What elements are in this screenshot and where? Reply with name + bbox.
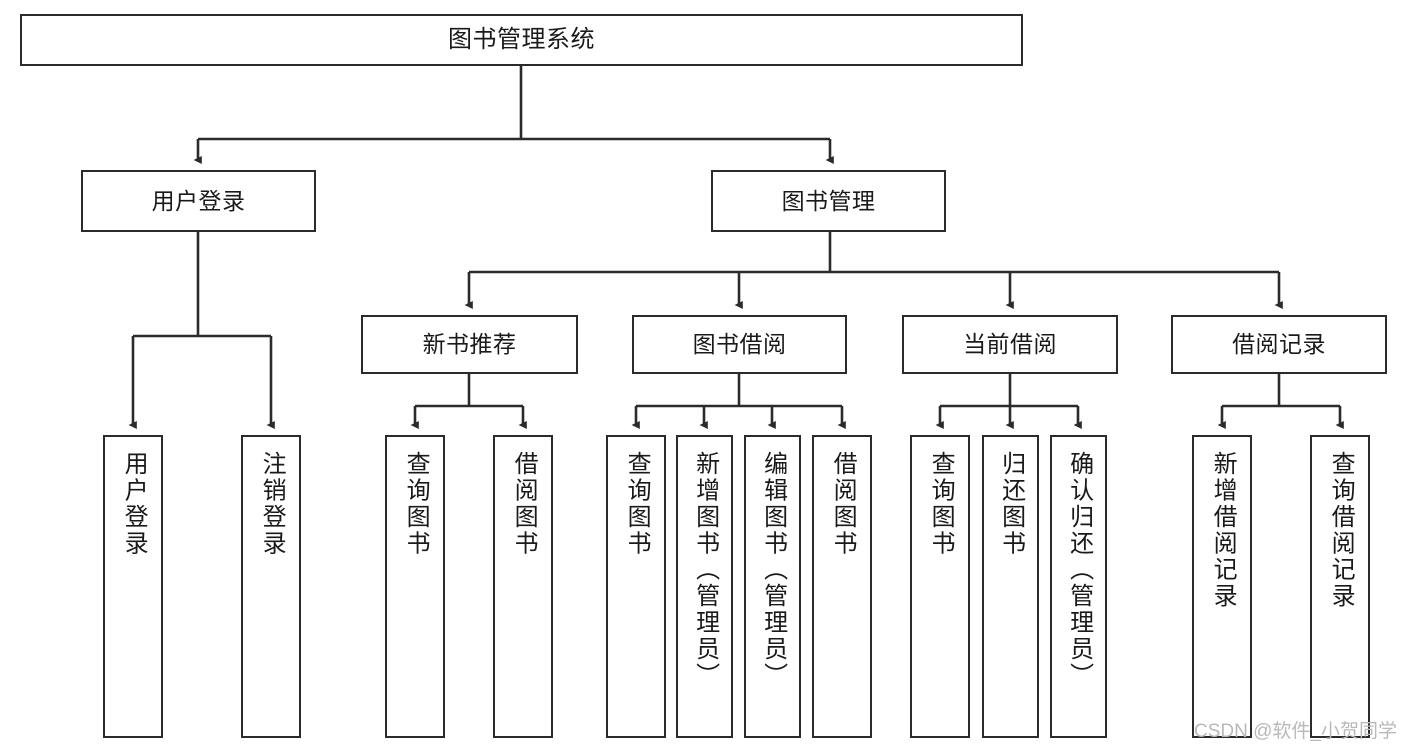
node-user-login[interactable]: 用户登录: [81, 170, 316, 232]
node-label: 编辑图书（管理员）: [759, 451, 787, 689]
node-book-borrow[interactable]: 图书借阅: [632, 315, 847, 374]
node-label: 图书管理系统: [448, 26, 595, 54]
node-label: 归还图书: [997, 451, 1025, 557]
leaf-borrow-add-book-admin[interactable]: 新增图书（管理员）: [676, 435, 733, 738]
leaf-user-login-logout[interactable]: 注销登录: [241, 435, 301, 738]
node-label: 新增图书（管理员）: [691, 451, 719, 689]
node-label: 借阅记录: [1232, 331, 1326, 358]
node-label: 新增借阅记录: [1209, 451, 1237, 610]
node-borrow-record[interactable]: 借阅记录: [1171, 315, 1387, 374]
node-label: 新书推荐: [422, 331, 517, 358]
node-current-borrow[interactable]: 当前借阅: [902, 315, 1118, 374]
node-label: 查询图书: [402, 451, 430, 557]
node-label: 注销登录: [258, 451, 286, 557]
node-new-book-recommend[interactable]: 新书推荐: [361, 315, 578, 374]
leaf-recommend-query-book[interactable]: 查询图书: [385, 435, 445, 738]
leaf-borrow-borrow-book[interactable]: 借阅图书: [812, 435, 872, 738]
node-label: 查询借阅记录: [1327, 451, 1355, 610]
leaf-current-return-book[interactable]: 归还图书: [982, 435, 1039, 738]
node-root-book-management-system[interactable]: 图书管理系统: [20, 14, 1023, 66]
node-label: 图书管理: [781, 187, 876, 214]
leaf-user-login-login[interactable]: 用户登录: [103, 435, 163, 738]
leaf-recommend-borrow-book[interactable]: 借阅图书: [493, 435, 553, 738]
node-label: 当前借阅: [963, 331, 1057, 358]
leaf-borrow-query-book[interactable]: 查询图书: [606, 435, 666, 738]
leaf-current-confirm-return-admin[interactable]: 确认归还（管理员）: [1050, 435, 1107, 738]
node-label: 用户登录: [120, 451, 148, 557]
leaf-record-query-record[interactable]: 查询借阅记录: [1310, 435, 1370, 738]
node-label: 借阅图书: [829, 451, 857, 557]
node-label: 借阅图书: [510, 451, 538, 557]
leaf-current-query-book[interactable]: 查询图书: [910, 435, 970, 738]
node-label: 查询图书: [927, 451, 955, 557]
node-label: 确认归还（管理员）: [1065, 451, 1093, 689]
node-label: 查询图书: [623, 451, 651, 557]
node-book-management[interactable]: 图书管理: [711, 170, 946, 232]
csdn-watermark: CSDN @软件_小贺同学: [1194, 721, 1397, 742]
leaf-borrow-edit-book-admin[interactable]: 编辑图书（管理员）: [744, 435, 801, 738]
leaf-record-add-record[interactable]: 新增借阅记录: [1192, 435, 1252, 738]
node-label: 用户登录: [151, 187, 246, 214]
node-label: 图书借阅: [692, 331, 787, 358]
